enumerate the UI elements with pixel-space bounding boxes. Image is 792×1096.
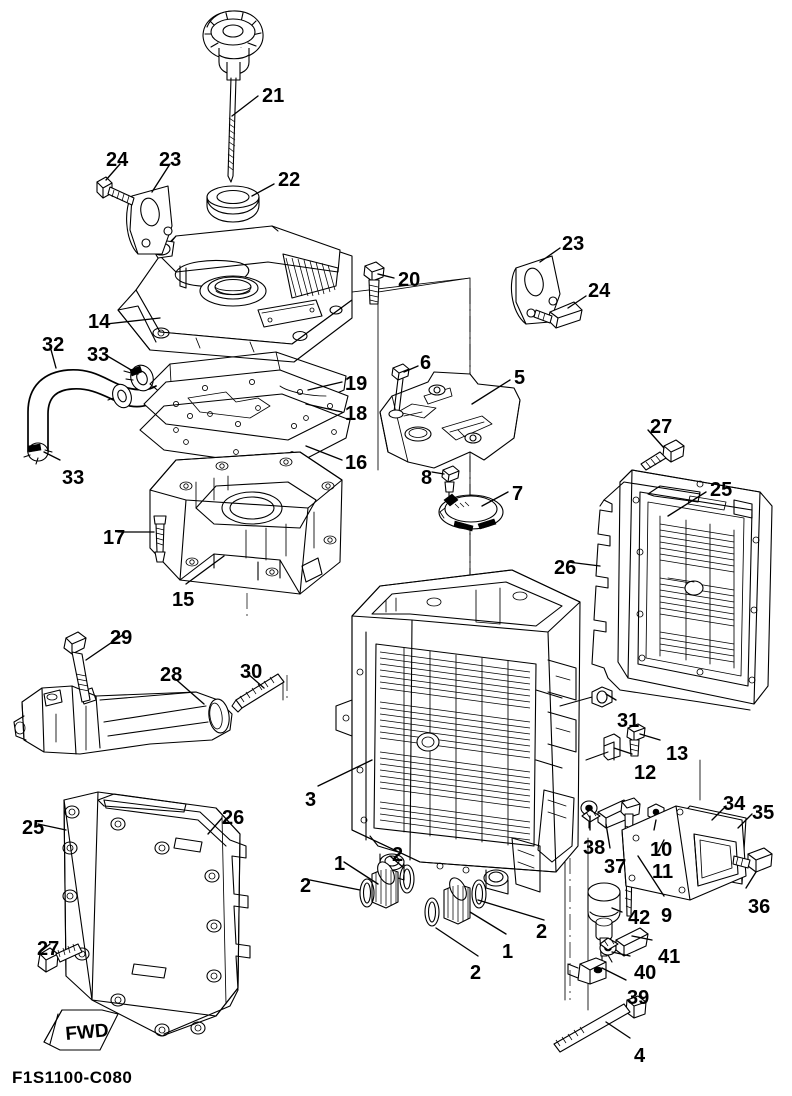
part-2-o-ring-left-inner — [399, 864, 415, 894]
callout-6: 6 — [420, 352, 432, 374]
part-42-oil-pressure-switch — [587, 882, 621, 969]
callout-39: 39 — [627, 987, 650, 1009]
part-23-bracket-left — [126, 185, 173, 255]
part-3-cylinder-block — [335, 569, 581, 895]
callout-13: 13 — [666, 743, 689, 765]
fwd-arrow-marker: FWD — [43, 1009, 119, 1051]
callout-2-b: 2 — [392, 844, 404, 866]
callout-27-a: 27 — [650, 416, 673, 438]
callout-27-b: 27 — [37, 938, 60, 960]
callout-1-b: 1 — [502, 941, 514, 963]
part-14-cylinder-head-cover — [117, 225, 353, 363]
callout-41: 41 — [658, 946, 681, 968]
fwd-label: FWD — [65, 1020, 110, 1045]
part-36-bolt — [732, 847, 773, 873]
callout-31: 31 — [617, 710, 640, 732]
callout-32: 32 — [42, 334, 65, 356]
callout-21: 21 — [262, 85, 285, 107]
callout-9: 9 — [661, 905, 673, 927]
part-23-bracket-right — [510, 255, 561, 325]
part-24-bolt-right — [533, 301, 583, 329]
part-24-bolt-left — [96, 176, 135, 206]
callout-16: 16 — [345, 452, 368, 474]
part-20-bolt — [363, 261, 385, 305]
part-34-cover — [621, 805, 747, 901]
part-12-clamp — [585, 733, 621, 761]
part-27-bolt-left — [37, 943, 83, 973]
part-31-nut — [559, 686, 613, 708]
part-21-dipstick — [202, 10, 264, 183]
callout-5: 5 — [514, 367, 526, 389]
part-2-o-ring-right-inner — [471, 879, 487, 909]
callout-11: 11 — [652, 861, 674, 883]
callout-2-d: 2 — [470, 962, 482, 984]
part-18-gasket — [143, 369, 349, 441]
callout-23-b: 23 — [562, 233, 585, 255]
part-17-bolt — [153, 515, 167, 563]
callout-33-b: 33 — [62, 467, 85, 489]
callout-40: 40 — [634, 962, 657, 984]
callout-37: 37 — [604, 856, 627, 878]
part-8-bolt — [441, 465, 460, 507]
callout-1-a: 1 — [334, 853, 346, 875]
part-22-o-ring — [206, 185, 260, 223]
callout-17: 17 — [103, 527, 126, 549]
callout-26-a: 26 — [554, 557, 577, 579]
callout-35: 35 — [752, 802, 775, 824]
callout-23-a: 23 — [159, 149, 182, 171]
callout-3: 3 — [305, 789, 317, 811]
callout-33-a: 33 — [87, 344, 110, 366]
callout-30: 30 — [240, 661, 263, 683]
callout-2-a: 2 — [300, 875, 312, 897]
part-16-gasket — [139, 393, 351, 469]
callout-10: 10 — [650, 839, 673, 861]
callout-26-b: 26 — [222, 807, 245, 829]
callout-19: 19 — [345, 373, 368, 395]
callout-7: 7 — [512, 483, 524, 505]
callout-24-a: 24 — [106, 149, 129, 171]
part-2-o-ring-left-outer — [359, 878, 375, 908]
leader-lines — [37, 95, 757, 1039]
callout-12: 12 — [634, 762, 657, 784]
callout-28: 28 — [160, 664, 183, 686]
part-1-bushing-right — [443, 877, 471, 925]
part-15-oil-pan — [149, 451, 343, 595]
part-6-bolt — [388, 363, 410, 419]
part-33-clamp-lower — [23, 442, 53, 465]
part-4-long-bolt — [553, 995, 647, 1053]
callout-34: 34 — [723, 793, 746, 815]
part-1-bushing-left — [371, 861, 399, 909]
callout-14: 14 — [88, 311, 111, 333]
callout-22: 22 — [278, 169, 301, 191]
part-2-o-ring-right-outer — [424, 897, 440, 927]
callout-38: 38 — [583, 837, 606, 859]
part-29-bolt — [63, 631, 91, 703]
part-26-gasket-left — [103, 799, 251, 1035]
diagram-code-label: F1S1100-C080 — [12, 1068, 133, 1087]
callout-25-a: 25 — [710, 479, 733, 501]
callout-4: 4 — [634, 1045, 646, 1067]
part-13-bolt — [626, 723, 646, 757]
part-30-stud-bolt — [231, 673, 285, 713]
callout-20: 20 — [398, 269, 421, 291]
callout-2-c: 2 — [536, 921, 548, 943]
callout-29: 29 — [110, 627, 133, 649]
callout-18: 18 — [345, 403, 368, 425]
part-25-exhaust-cover-right — [617, 469, 773, 705]
part-26-gasket-right — [591, 481, 751, 711]
callout-15: 15 — [172, 589, 195, 611]
part-27-bolt-right — [640, 439, 685, 471]
callout-36: 36 — [748, 896, 771, 918]
callout-42: 42 — [628, 907, 651, 929]
part-28-engine-bracket — [13, 685, 233, 755]
callout-24-b: 24 — [588, 280, 611, 302]
callout-25-b: 25 — [22, 817, 45, 839]
part-39-clamp — [567, 957, 607, 985]
part-33-clamp-upper — [112, 364, 154, 409]
callout-8: 8 — [421, 467, 433, 489]
